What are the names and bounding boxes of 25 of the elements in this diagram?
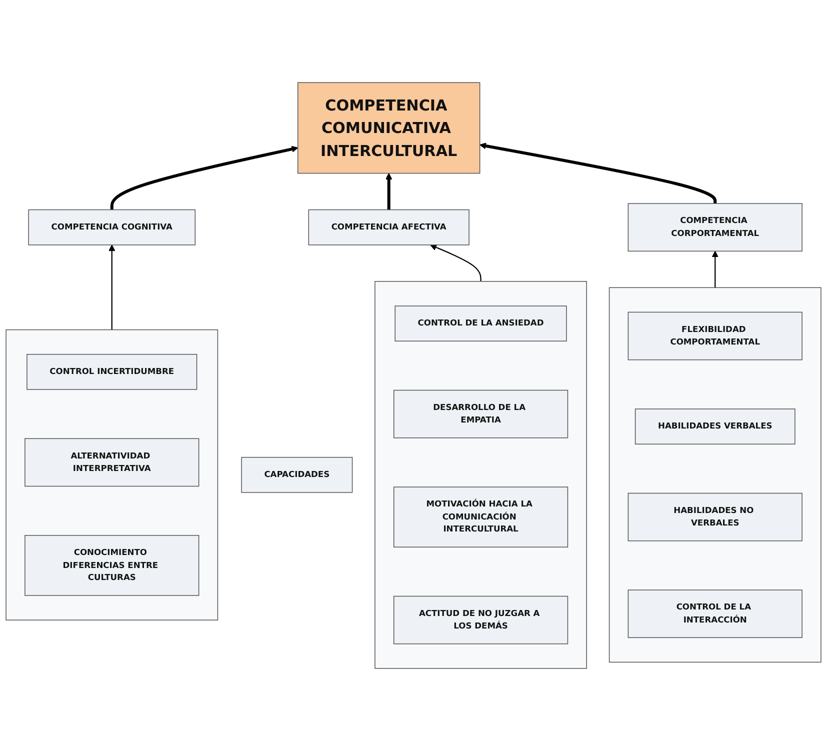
arrow — [712, 250, 718, 288]
arrow — [110, 146, 298, 210]
node-box: HABILIDADES VERBALES — [634, 408, 796, 444]
arrow — [430, 244, 482, 282]
node-box: CONTROL INCERTIDUMBRE — [26, 354, 198, 390]
arrow — [480, 142, 717, 204]
node-box: CAPACIDADES — [241, 456, 353, 493]
node-box: CONOCIMIENTO DIFERENCIAS ENTRE CULTURAS — [24, 535, 200, 596]
node-box: COMPETENCIA COGNITIVA — [28, 209, 196, 246]
node-box: ACTITUD DE NO JUZGAR A LOS DEMÁS — [393, 596, 568, 644]
cluster — [608, 287, 822, 663]
node-box: COMPETENCIA CORPORTAMENTAL — [628, 203, 802, 252]
arrow — [108, 244, 116, 330]
node-box: HABILIDADES NO VERBALES — [628, 492, 802, 542]
node-box: CONTROL DE LA INTERACCIÓN — [628, 590, 802, 638]
node-box: FLEXIBILIDAD COMPORTAMENTAL — [628, 312, 802, 360]
cluster — [6, 329, 218, 620]
node-box: COMPETENCIA AFECTIVA — [308, 209, 470, 246]
node-box: COMPETENCIA COMUNICATIVA INTERCULTURAL — [297, 82, 480, 174]
node-box: DESARROLLO DE LA EMPATIA — [393, 390, 568, 438]
node-box: ALTERNATIVIDAD INTERPRETATIVA — [24, 438, 200, 487]
node-box: MOTIVACIÓN HACIA LA COMUNICACIÓN INTERCULTURAL — [393, 486, 568, 548]
node-box: CONTROL DE LA ANSIEDAD — [394, 306, 567, 342]
cluster — [374, 281, 587, 669]
arrow — [386, 172, 392, 210]
